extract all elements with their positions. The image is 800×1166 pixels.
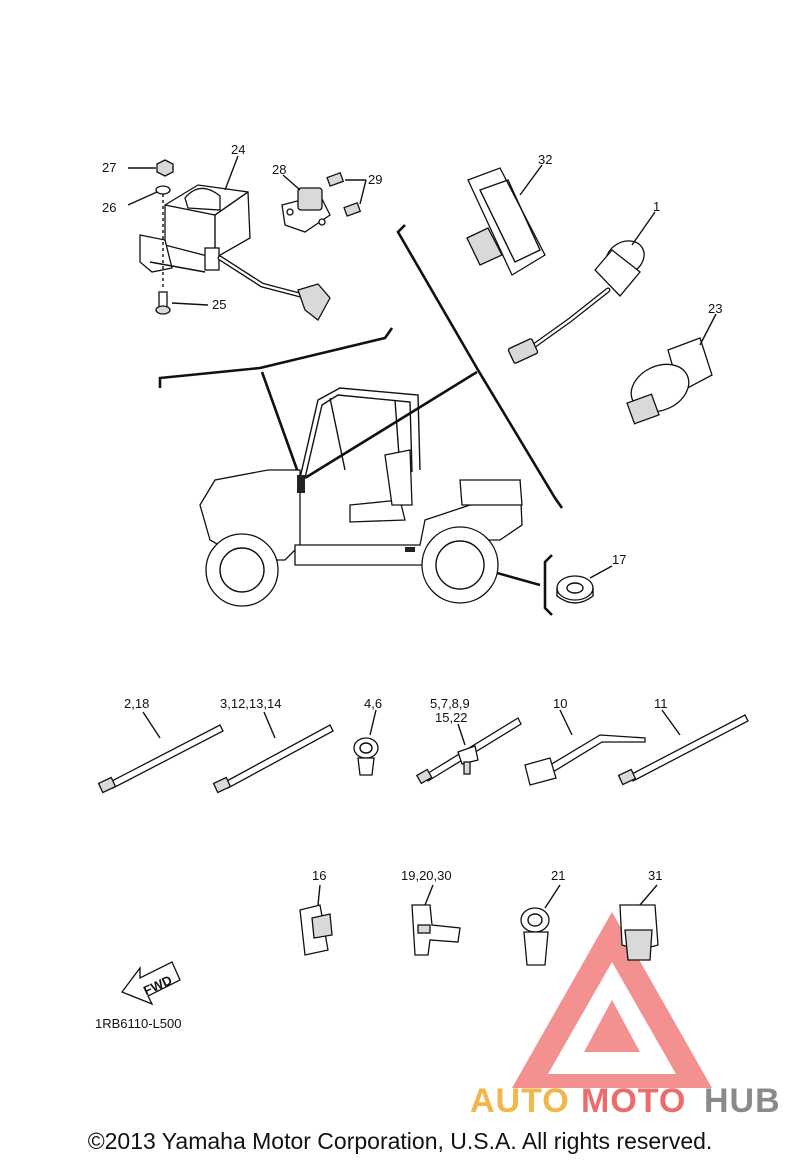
label-24: 24 [231,142,245,157]
label-31: 31 [648,868,662,883]
label-29: 29 [368,172,382,187]
vehicle-utv [199,387,523,607]
part-19-20-30-clip [411,884,461,956]
part-29-screws [326,172,367,217]
part-31-clip [619,884,659,961]
label-26: 26 [102,200,116,215]
copyright-notice: ©2013 Yamaha Motor Corporation, U.S.A. A… [87,1128,713,1154]
watermark-text-auto: AUTO [470,1082,570,1120]
part-2-18-tie [97,711,224,794]
label-2-18: 2,18 [124,696,149,711]
label-23: 23 [708,301,722,316]
label-17: 17 [612,552,626,567]
label-25: 25 [212,297,226,312]
label-4-6: 4,6 [364,696,382,711]
label-28: 28 [272,162,286,177]
part-5-9-tie [415,717,522,785]
fwd-arrow-icon: FWD [120,961,181,1006]
watermark-text-hub: HUB [704,1082,781,1120]
part-10-tie [524,709,646,786]
part-26-washer [127,185,171,290]
label-3-14: 3,12,13,14 [220,696,281,711]
label-15-22: 15,22 [435,710,468,725]
part-27-nut [128,159,174,177]
label-21: 21 [551,868,565,883]
label-27: 27 [102,160,116,175]
drawing-number: 1RB6110-L500 [95,1016,182,1031]
part-25-bolt [155,291,209,315]
part-4-6-clip [353,709,379,776]
label-10: 10 [553,696,567,711]
label-1: 1 [653,199,660,214]
part-1-socket [507,211,656,364]
label-5-9: 5,7,8,9 [430,696,470,711]
part-28-sensor [281,174,331,233]
watermark-text-moto: MOTO [581,1082,687,1120]
label-32: 32 [538,152,552,167]
part-11-tie [617,709,749,786]
label-16: 16 [312,868,326,883]
part-32-switch [466,164,546,276]
label-19-20-30: 19,20,30 [401,868,452,883]
watermark-logo [512,912,712,1088]
part-17-grommet [556,565,613,604]
part-24-unit [139,184,331,321]
label-11: 11 [654,696,668,711]
part-16-clip [299,884,333,956]
part-21-clip [520,884,561,966]
part-3-14-tie [212,711,334,794]
part-23-switch [626,313,717,425]
